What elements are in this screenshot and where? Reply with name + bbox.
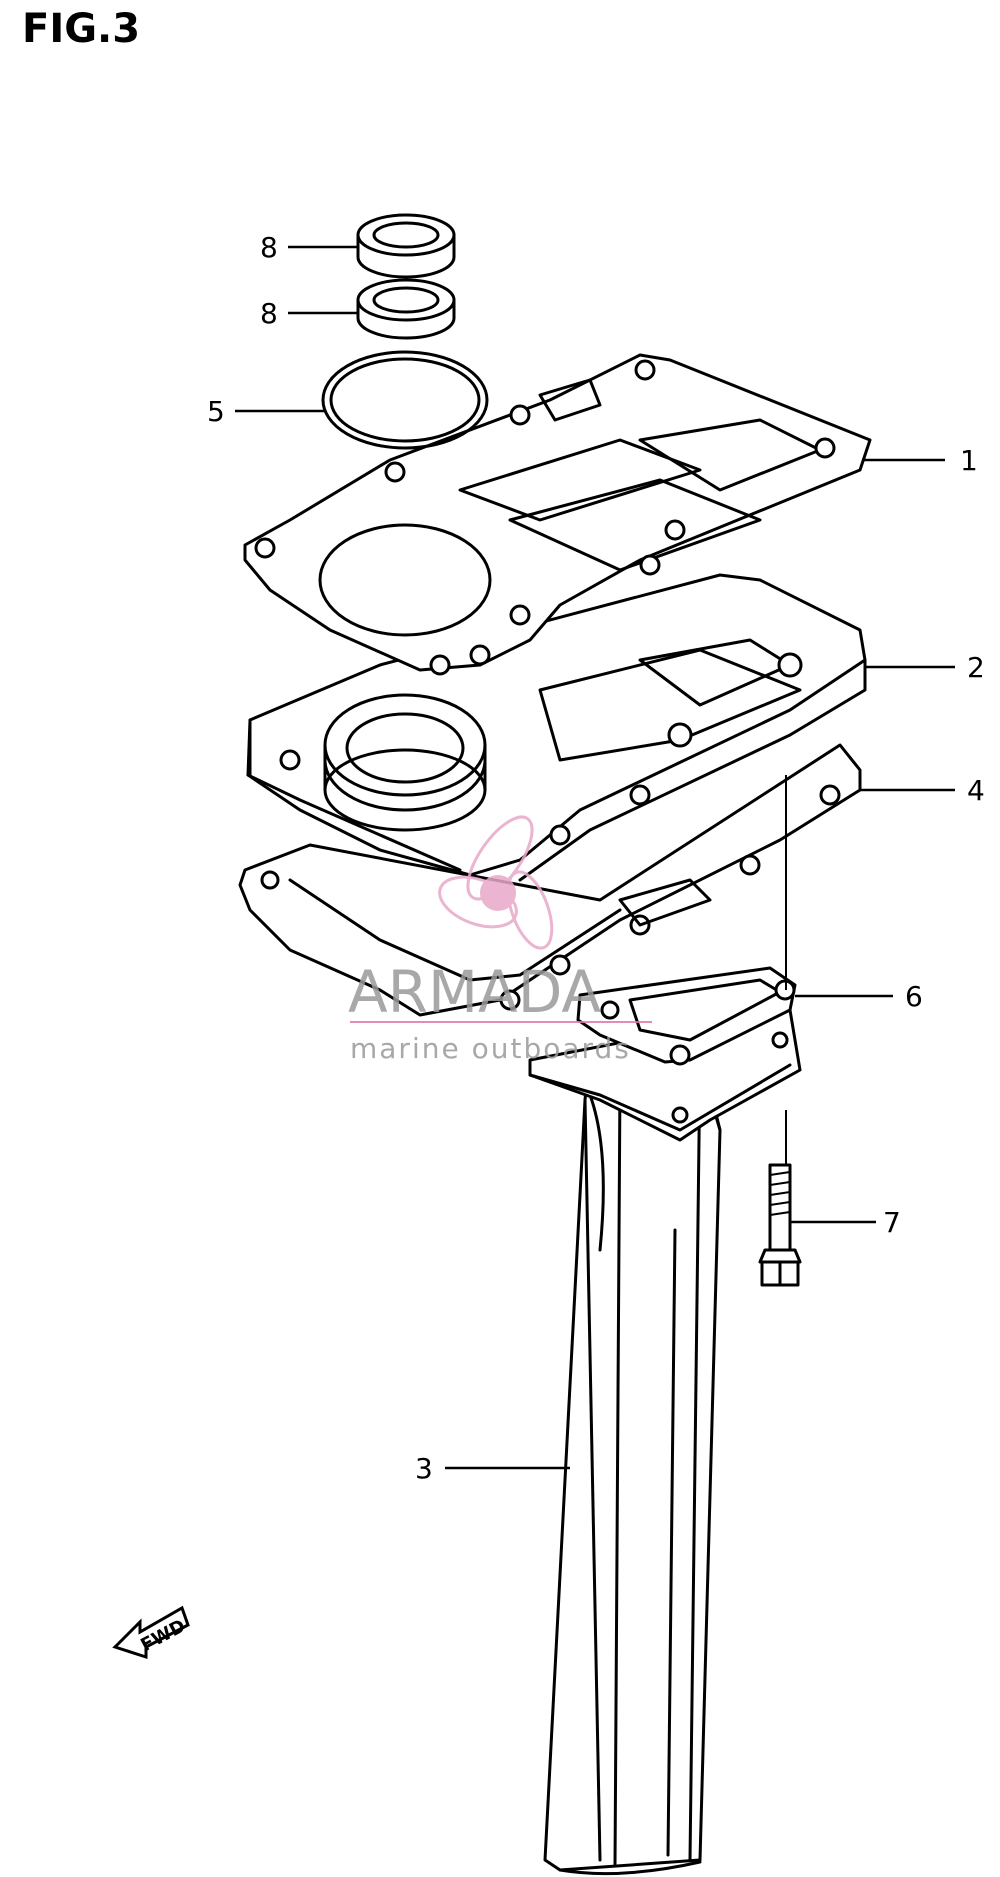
- callout-label: 2: [967, 651, 985, 684]
- callout-4: 4: [860, 774, 985, 807]
- seal-top-part: [356, 213, 456, 279]
- callout-label: 3: [415, 1452, 433, 1485]
- callout-3: 3: [415, 1452, 570, 1485]
- plate-part: [246, 573, 867, 882]
- tube-flange: [528, 1008, 802, 1142]
- callout-5: 5: [207, 395, 325, 428]
- watermark-tagline: marine outboards: [350, 1032, 631, 1065]
- figure-title: FIG.3: [22, 6, 140, 52]
- watermark: ARMADA marine outboards: [348, 815, 652, 1065]
- callout-label: 4: [967, 774, 985, 807]
- callout-2: 2: [865, 651, 985, 684]
- callout-6: 6: [795, 980, 923, 1013]
- bolt-part: [758, 1163, 802, 1287]
- o-ring-part: [321, 350, 489, 450]
- callout-8-top: 8: [260, 231, 358, 264]
- callout-7: 7: [790, 1206, 901, 1239]
- seal-bottom-part: [356, 278, 456, 340]
- exhaust-tube-part: [543, 1048, 722, 1876]
- callout-label: 5: [207, 395, 225, 428]
- arrow-left-icon: [112, 1605, 190, 1660]
- gasket-bottom-part: [238, 743, 862, 1017]
- callout-label: 8: [260, 231, 278, 264]
- callout-label: 8: [260, 297, 278, 330]
- callout-1: 1: [862, 444, 978, 477]
- watermark-brand: ARMADA: [348, 958, 601, 1026]
- gasket-top-part: [243, 353, 872, 676]
- fwd-marker: FWD: [112, 1605, 190, 1660]
- callout-8-bottom: 8: [260, 297, 358, 330]
- callout-label: 7: [883, 1206, 901, 1239]
- callout-label: 1: [960, 444, 978, 477]
- callout-label: 6: [905, 980, 923, 1013]
- propeller-logo-icon: [438, 815, 554, 950]
